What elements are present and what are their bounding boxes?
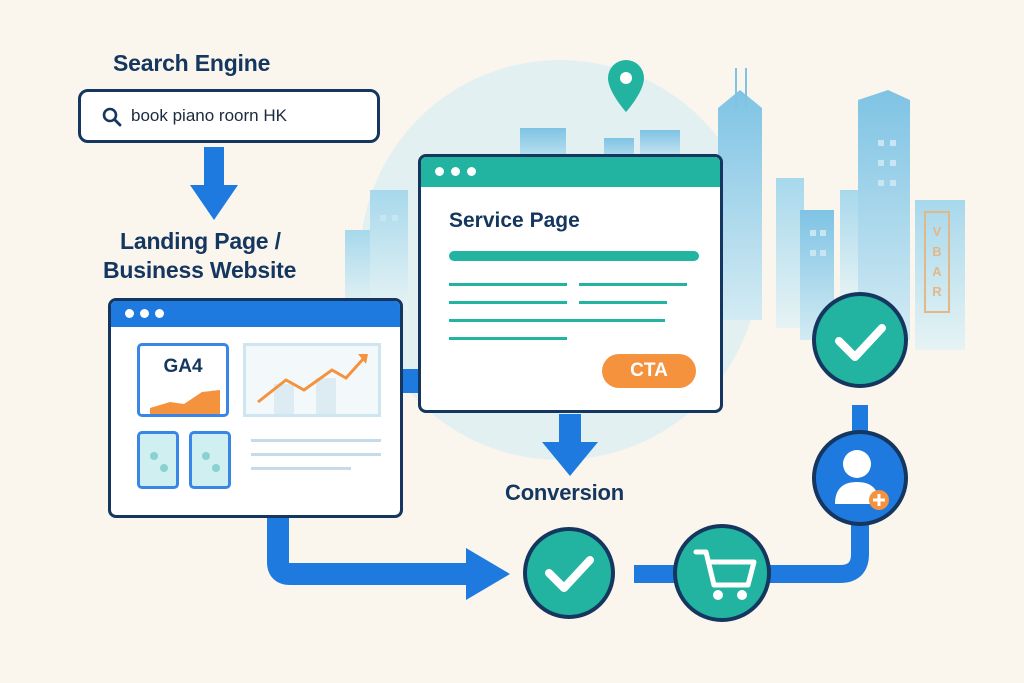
text-line [449, 319, 665, 322]
ga4-label: GA4 [163, 356, 203, 377]
widget-card [189, 431, 231, 489]
connector-user-check [852, 405, 868, 433]
arrow-search-to-landing [204, 147, 224, 187]
window-dot [125, 309, 134, 318]
svg-text:V: V [933, 224, 942, 239]
trend-chart-icon [257, 354, 368, 414]
service-page-title: Service Page [449, 209, 580, 232]
search-engine-heading: Search Engine [113, 50, 271, 76]
search-query: book piano roorn HK [131, 106, 287, 125]
text-line [251, 453, 381, 456]
window-titlebar [421, 157, 720, 187]
window-dot [467, 167, 476, 176]
landing-heading-line1: Landing Page / [120, 228, 281, 254]
text-line [449, 337, 567, 340]
landing-heading-line2: Business Website [103, 257, 297, 283]
svg-text:B: B [932, 244, 941, 259]
text-line [449, 301, 567, 304]
conversion-label: Conversion [505, 480, 625, 505]
arrow-landing-to-conversion [267, 512, 470, 585]
connector-cart-user [770, 520, 869, 583]
user-add-icon [812, 430, 908, 526]
connector-conversion-cart [634, 565, 684, 583]
text-line [251, 467, 351, 470]
text-line [449, 283, 567, 286]
svg-text:A: A [932, 264, 942, 279]
window-dot [155, 309, 164, 318]
ga4-chart-icon [150, 390, 220, 414]
ga4-card: GA4 [137, 343, 229, 417]
final-check-icon [812, 292, 908, 388]
conversion-check-icon [523, 527, 615, 619]
service-page-window: Service Page CTA [418, 154, 723, 413]
text-line [579, 283, 687, 286]
headline-bar [449, 251, 699, 261]
svg-text:R: R [932, 284, 942, 299]
flow-arrows [190, 147, 869, 600]
widget-card [137, 431, 179, 489]
search-input[interactable]: book piano roorn HK [78, 89, 380, 143]
text-line [579, 301, 667, 304]
arrow-service-to-conversion [559, 414, 581, 444]
search-icon [102, 107, 122, 127]
window-dot [435, 167, 444, 176]
text-line [251, 439, 381, 442]
window-dot [140, 309, 149, 318]
cta-button[interactable]: CTA [602, 354, 696, 388]
landing-page-window: GA4 [108, 298, 403, 518]
trend-chart-card [243, 343, 381, 417]
window-dot [451, 167, 460, 176]
shopping-cart-icon [673, 524, 771, 622]
window-titlebar [111, 301, 400, 327]
map-pin-icon [608, 60, 644, 112]
